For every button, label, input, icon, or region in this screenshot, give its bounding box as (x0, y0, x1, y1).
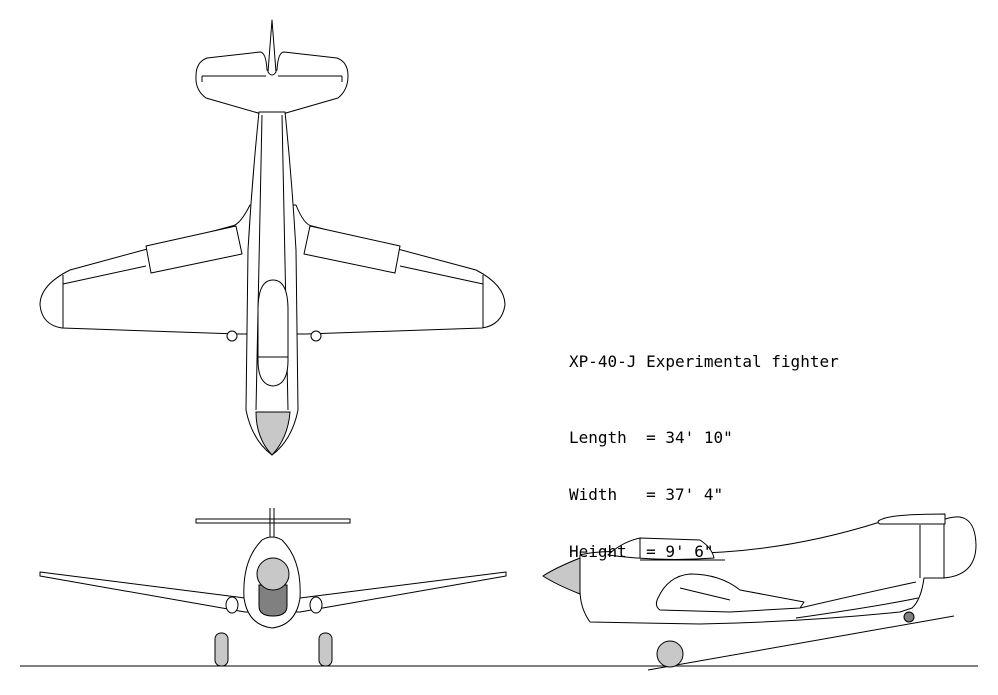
spec-sep: = (626, 542, 666, 561)
spec-block: XP-40-J Experimental fighter Length = 34… (569, 314, 839, 580)
front-view-tailplane (195, 518, 351, 524)
spec-label: Height (569, 542, 627, 561)
spec-sep: = (617, 485, 666, 504)
spec-row-length: Length = 34' 10" (569, 428, 839, 447)
top-view-left-wheel (226, 330, 238, 342)
spec-row-width: Width = 37' 4" (569, 485, 839, 504)
spec-value: 34' 10" (665, 428, 733, 447)
spec-label: Width (569, 485, 618, 504)
front-view-spinner (256, 557, 290, 591)
spec-title: XP-40-J Experimental fighter (569, 352, 839, 371)
top-view-fin (267, 19, 277, 76)
front-view-left-tire (214, 632, 229, 667)
top-view-right-wheel (310, 330, 322, 342)
spec-row-height: Height = 9' 6" (569, 542, 839, 561)
top-view-canopy (257, 279, 289, 387)
side-view-main-wheel (656, 640, 684, 668)
side-view-tail-wheel (903, 611, 915, 623)
front-view (20, 508, 978, 667)
spec-label: Length (569, 428, 627, 447)
front-view-radiator (258, 584, 288, 617)
top-view-spinner (255, 411, 291, 456)
spec-sep: = (626, 428, 666, 447)
side-view-wing-fairing (655, 573, 805, 613)
side-view-spinner (542, 557, 581, 595)
side-view-canopy (607, 537, 715, 560)
spec-value: 37' 4" (665, 485, 724, 504)
front-view-right-tire (318, 632, 333, 667)
top-view-left-flap (145, 225, 243, 274)
spec-value: 9' 6" (665, 542, 714, 561)
front-view-right-wheel-fairing (309, 596, 323, 614)
side-view (542, 513, 977, 671)
front-view-left-wheel-fairing (225, 596, 239, 614)
top-view-right-flap (303, 225, 401, 274)
top-view (39, 19, 506, 456)
side-view-ground-line (647, 615, 955, 671)
side-view-tailplane (877, 513, 946, 525)
